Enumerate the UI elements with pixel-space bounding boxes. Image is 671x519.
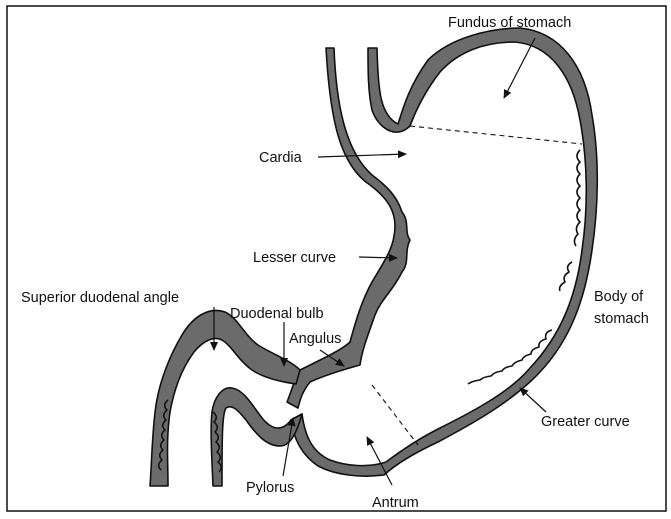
fundus-body-boundary (410, 126, 582, 144)
label-duodenal-bulb: Duodenal bulb (230, 306, 324, 322)
label-body-line1: Body of (594, 289, 644, 305)
label-cardia: Cardia (259, 150, 303, 166)
label-superior-duodenal-angle: Superior duodenal angle (21, 290, 179, 306)
arrow-greater-curve (520, 388, 546, 412)
arrow-cardia (318, 154, 406, 157)
label-fundus: Fundus of stomach (448, 15, 571, 31)
label-greater-curve: Greater curve (541, 414, 630, 430)
label-pylorus: Pylorus (246, 480, 294, 496)
body-antrum-boundary (372, 385, 418, 445)
arrow-fundus (504, 38, 535, 98)
label-antrum: Antrum (372, 495, 419, 511)
label-lesser-curve: Lesser curve (253, 250, 336, 266)
label-angulus: Angulus (289, 331, 341, 347)
label-body-line2: stomach (594, 311, 649, 327)
greater-curve-rugae (468, 150, 580, 384)
lesser-curve-wall (287, 48, 410, 408)
